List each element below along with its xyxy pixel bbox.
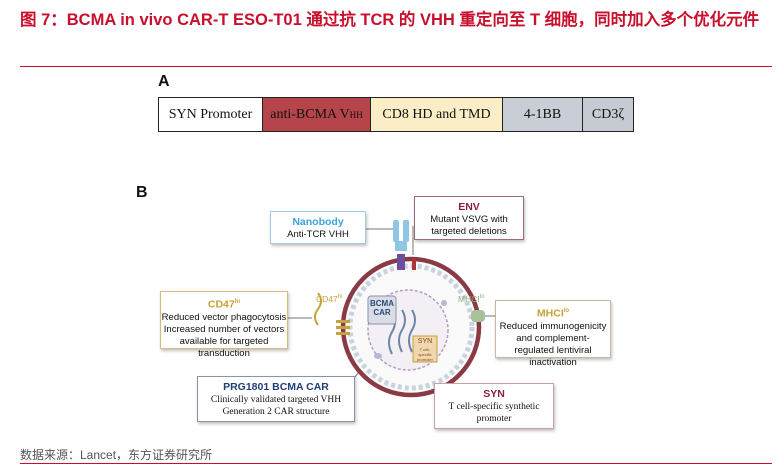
mhci-callout: MHCIlo Reduced immunogenicity and comple… xyxy=(495,300,611,368)
cd47-protein-icon xyxy=(336,332,350,335)
panel-b-label: B xyxy=(136,184,148,201)
syn-title: SYN xyxy=(483,388,505,400)
cd8-label: CD8 HD and TMD xyxy=(382,106,491,122)
syn-promoter-label: SYN Promoter xyxy=(168,106,253,122)
syn-virus-detail: T cell-specific promoter xyxy=(416,347,433,362)
env-glycoprotein-icon xyxy=(397,254,405,270)
nanobody-title: Nanobody xyxy=(292,216,344,228)
env-spike-icon xyxy=(412,259,416,270)
env-callout: ENV Mutant VSVG with targeted deletions xyxy=(414,196,524,240)
cd47-coil-icon xyxy=(314,292,322,326)
mhci-desc-line2: and complement- xyxy=(516,332,590,344)
panel-a-label: A xyxy=(158,73,170,90)
nanobody-desc: Anti-TCR VHH xyxy=(287,229,349,240)
mhci-desc-line3: regulated lentiviral xyxy=(514,344,592,356)
syn-payload-icon xyxy=(412,335,438,363)
syn-virus-label: SYN xyxy=(417,338,433,345)
mhci-desc-line4: inactivation xyxy=(529,356,577,368)
prg1801-callout: PRG1801 BCMA CAR Clinically validated ta… xyxy=(197,376,355,422)
prg1801-desc-line2: Generation 2 CAR structure xyxy=(222,407,330,417)
mhci-title: MHCIlo xyxy=(536,307,570,320)
cd47-desc-line4: transduction xyxy=(198,347,250,359)
cd47-desc-line1: Reduced vector phagocytosis xyxy=(161,311,287,323)
anti-bcma-label: anti-BCMA V xyxy=(270,106,350,122)
enzyme-icon xyxy=(441,300,447,306)
cd3z-label: CD3ζ xyxy=(591,106,625,122)
env-desc-line2: targeted deletions xyxy=(431,226,507,237)
mhci-molecule-icon xyxy=(471,310,485,322)
env-title: ENV xyxy=(458,201,480,213)
nanobody-arm-icon xyxy=(403,220,409,242)
prg1801-title: PRG1801 BCMA CAR xyxy=(223,381,329,393)
cd8-hd-tmd-segment: CD8 HD and TMD xyxy=(371,98,503,131)
syn-callout: SYN T cell-specific synthetic promoter xyxy=(434,383,554,429)
4-1bb-segment: 4-1BB xyxy=(503,98,583,131)
cd47-protein-icon xyxy=(336,326,350,329)
cd47-protein-icon xyxy=(336,320,350,323)
cd47-desc-line3: available for targeted xyxy=(179,335,269,347)
env-desc-line1: Mutant VSVG with xyxy=(430,214,508,225)
cd47-callout: CD47hi Reduced vector phagocytosis Incre… xyxy=(160,291,288,359)
footer-divider xyxy=(20,463,772,464)
enzyme-icon xyxy=(374,353,382,359)
cd3z-segment: CD3ζ xyxy=(583,98,633,131)
syn-desc-line2: promoter xyxy=(476,414,512,424)
figure-title: 图 7：BCMA in vivo CAR-T ESO-T01 通过抗 TCR 的… xyxy=(20,11,760,29)
source-note: 数据来源：Lancet，东方证券研究所 xyxy=(20,448,213,462)
nanobody-arm-icon xyxy=(393,220,399,242)
bcma-car-payload-icon xyxy=(367,295,397,325)
rna-strand xyxy=(408,309,416,353)
nanobody-stem-icon xyxy=(395,241,407,251)
syn-desc-line1: T cell-specific synthetic xyxy=(448,402,540,412)
mhci-virus-label: MHCIlo xyxy=(458,294,485,304)
4-1bb-label: 4-1BB xyxy=(523,106,562,122)
cd47-desc-line2: Increased number of vectors xyxy=(163,323,285,335)
cd47-virus-label: CD47hi xyxy=(316,294,343,304)
nanobody-callout: Nanobody Anti-TCR VHH xyxy=(270,211,366,244)
mhci-desc-line1: Reduced immunogenicity xyxy=(499,320,607,332)
title-divider xyxy=(20,66,772,67)
syn-promoter-segment: SYN Promoter xyxy=(159,98,263,131)
prg1801-desc-line1: Clinically validated targeted VHH xyxy=(210,395,342,405)
cd47-title: CD47hi xyxy=(207,298,241,311)
rna-strand xyxy=(398,309,406,353)
vhh-subscript: HH xyxy=(349,109,363,120)
